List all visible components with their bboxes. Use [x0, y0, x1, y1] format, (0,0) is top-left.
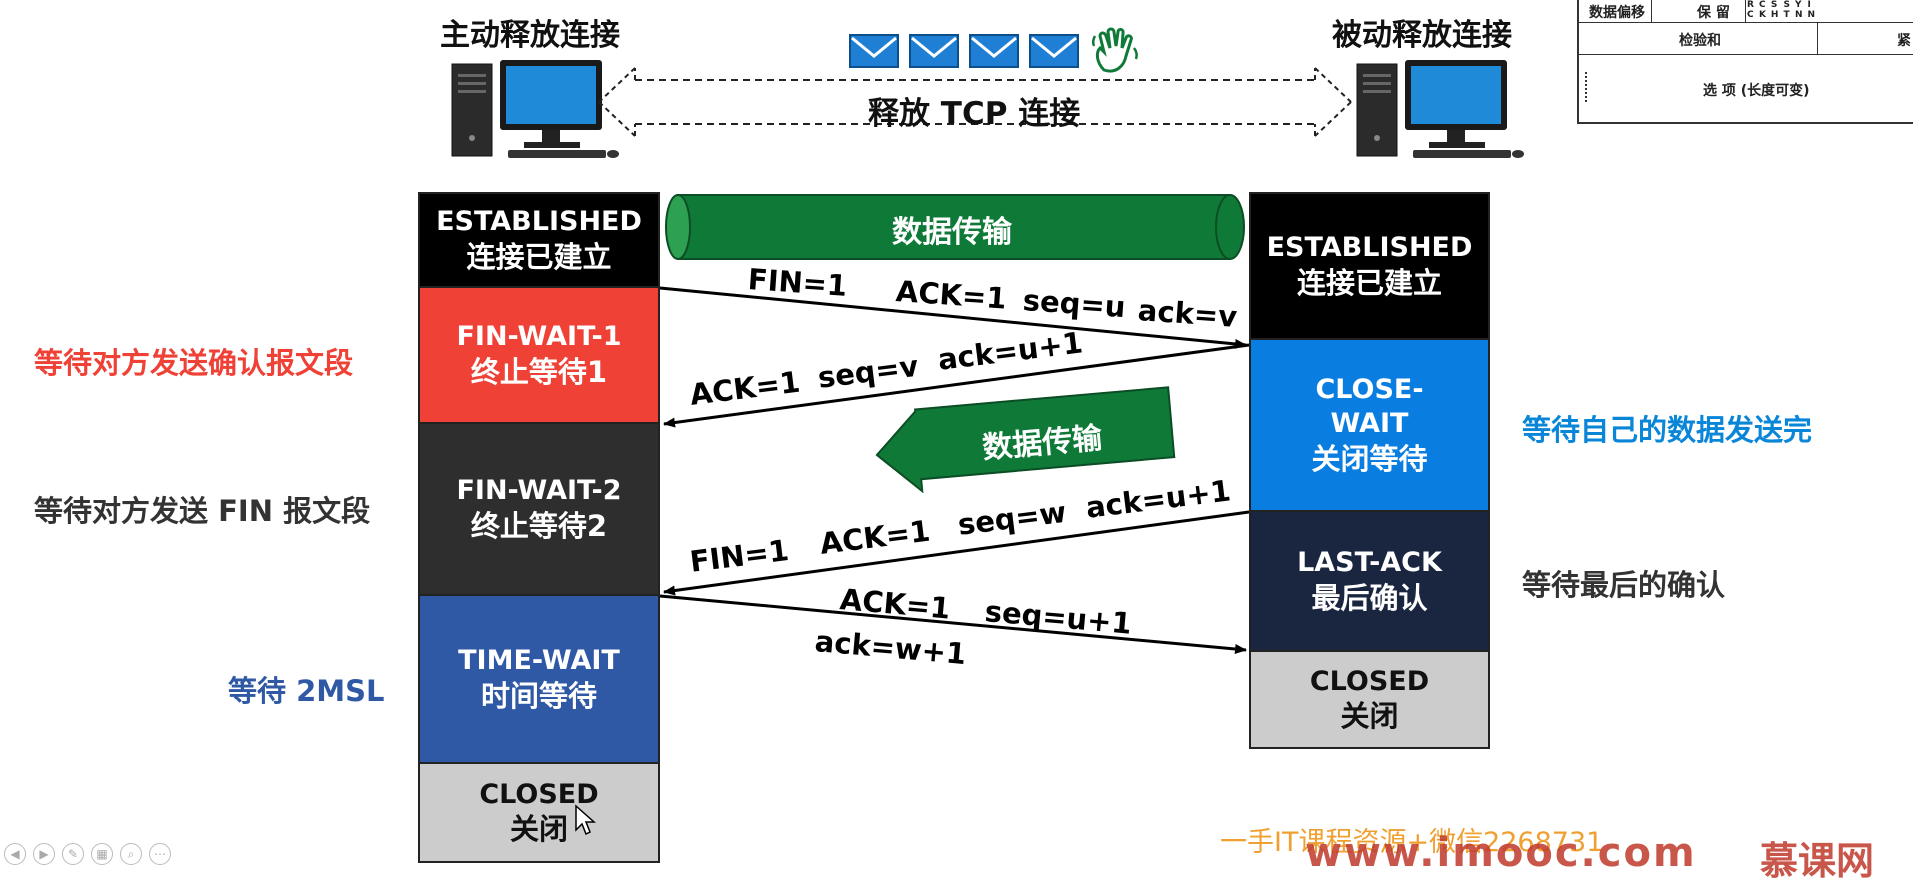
- slides-icon[interactable]: ▦: [91, 843, 113, 865]
- zoom-icon[interactable]: ⌕: [120, 843, 142, 865]
- header-offset-label: 数据偏移: [1589, 5, 1645, 21]
- left-state-time-wait: TIME-WAIT 时间等待: [418, 594, 660, 764]
- right-state-closed: CLOSED 关闭: [1249, 650, 1490, 749]
- arrow-ack-2: [659, 594, 1247, 654]
- prev-slide-icon[interactable]: ◀: [4, 843, 26, 865]
- note-wait-own-data: 等待自己的数据发送完: [1522, 413, 1813, 447]
- reverse-data-transfer-arrow: [875, 386, 1176, 494]
- header-urgent-label: 紧: [1897, 33, 1911, 49]
- mouse-cursor-icon: [575, 804, 596, 836]
- header-checksum-label: 检验和: [1679, 33, 1721, 49]
- m1-acknum: ack=v: [1136, 293, 1239, 334]
- note-wait-last-ack: 等待最后的确认: [1522, 568, 1726, 602]
- pen-icon[interactable]: ✎: [62, 843, 84, 865]
- arrow-ack-1: [663, 343, 1250, 428]
- envelope-icons: [849, 34, 1079, 68]
- m1-fin: FIN=1: [746, 262, 849, 303]
- note-wait-2msl: 等待 2MSL: [228, 674, 385, 708]
- note-wait-ack: 等待对方发送确认报文段: [34, 346, 354, 380]
- watermark-url: www.imooc.com: [1305, 830, 1697, 876]
- left-computer-icon: [451, 60, 619, 158]
- header-reserved-label: 保 留: [1697, 5, 1730, 21]
- right-computer-icon: [1356, 60, 1524, 158]
- header-options-label: 选 项 (长度可变): [1703, 83, 1810, 99]
- watermark-brand: 慕课网: [1760, 839, 1875, 883]
- next-slide-icon[interactable]: ▶: [33, 843, 55, 865]
- message-arrows: [659, 286, 1250, 654]
- more-icon[interactable]: ⋯: [149, 843, 171, 865]
- left-state-established: ESTABLISHED 连接已建立: [418, 192, 660, 288]
- left-state-fin-wait-2: FIN-WAIT-2 终止等待2: [418, 422, 660, 596]
- m1-seq: seq=u: [1021, 283, 1127, 325]
- wave-hand-icon: [1091, 27, 1138, 73]
- slide-toolbar: ◀ ▶ ✎ ▦ ⌕ ⋯: [4, 843, 171, 865]
- data-transfer-pipe: [665, 194, 1245, 260]
- arrow-fin-1: [659, 286, 1247, 349]
- data-transfer-label: 数据传输: [892, 215, 1012, 250]
- release-connection-arrow: [598, 67, 1352, 137]
- arrow-fin-2: [663, 510, 1250, 596]
- watermark-contact: 一手IT课程资源+微信2268731: [1220, 827, 1604, 858]
- right-state-established: ESTABLISHED 连接已建立: [1249, 192, 1490, 340]
- active-close-title: 主动释放连接: [440, 18, 620, 53]
- note-wait-fin: 等待对方发送 FIN 报文段: [34, 494, 371, 528]
- passive-close-title: 被动释放连接: [1332, 18, 1512, 53]
- left-state-closed: CLOSED 关闭: [418, 762, 660, 863]
- right-state-close-wait: CLOSE- WAIT 关闭等待: [1249, 338, 1490, 512]
- release-tcp-label: 释放 TCP 连接: [868, 96, 1081, 132]
